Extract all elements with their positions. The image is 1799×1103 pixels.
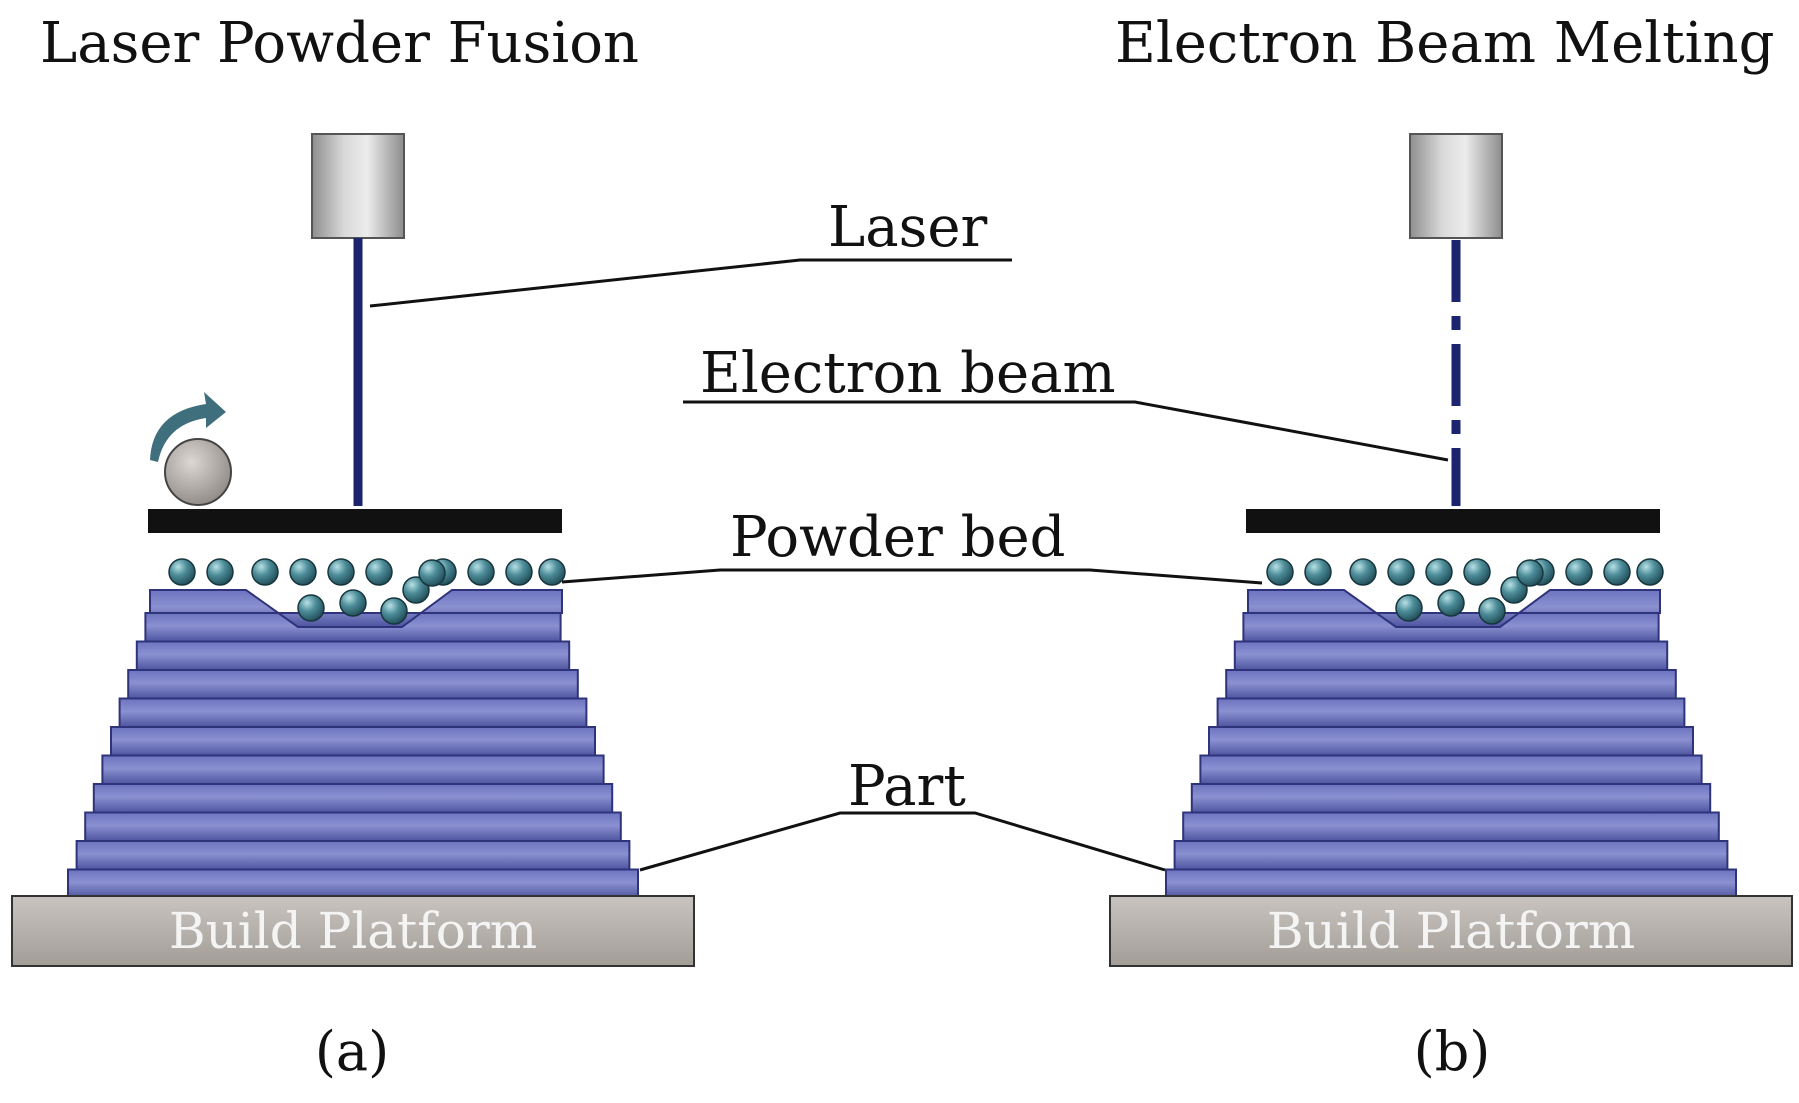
powder-particle (251, 558, 279, 586)
panel-label-b: (b) (1414, 1020, 1491, 1083)
part-layers (1165, 589, 1737, 899)
build-platform (11, 895, 695, 967)
part-layer (1233, 640, 1669, 671)
recoater-roller-icon (164, 438, 232, 506)
powder-particle (1395, 594, 1423, 622)
callout-powder-bed: Powder bed (561, 505, 1263, 585)
part-layer (1225, 669, 1677, 700)
powder-particle (402, 576, 430, 604)
panel-label-a: (a) (315, 1020, 389, 1083)
powder-bed-particles (168, 558, 566, 625)
callout-part: Part (639, 754, 1166, 872)
part-layer (1216, 697, 1686, 728)
part-layers (67, 589, 639, 899)
powder-particle (380, 597, 408, 625)
powder-particle (1304, 558, 1332, 586)
powder-particle (538, 558, 566, 586)
part-layer (118, 697, 588, 728)
part-layer (1165, 868, 1737, 899)
powder-particle (1425, 558, 1453, 586)
callout-laser: Laser (369, 195, 1012, 308)
rotation-arrow-icon (150, 392, 226, 462)
callout-electron-beam-label: Electron beam (700, 341, 1116, 406)
callout-part-label: Part (848, 754, 966, 819)
powder-particle (289, 558, 317, 586)
part-layer (1199, 754, 1703, 785)
powder-particle (339, 589, 367, 617)
panel-b-electron-beam-melting: Build Platform (b) (1109, 133, 1793, 1083)
powder-particle (1636, 558, 1664, 586)
title-laser-powder-fusion: Laser Powder Fusion (40, 11, 639, 76)
part-layer (1190, 783, 1712, 814)
leader-line (639, 811, 1166, 872)
part-layer (67, 868, 639, 899)
powder-particle (1603, 558, 1631, 586)
powder-particle (1266, 558, 1294, 586)
powder-particle (365, 558, 393, 586)
powder-particle (1387, 558, 1415, 586)
part-top-layer (1247, 589, 1661, 628)
powder-particle (297, 594, 325, 622)
part-layer (127, 669, 579, 700)
powder-particle (1437, 589, 1465, 617)
part-layer (92, 783, 614, 814)
powder-particle (418, 559, 446, 587)
powder-bed-particles (1266, 558, 1664, 625)
part-layer (101, 754, 605, 785)
powder-particle (1478, 597, 1506, 625)
powder-particle (1565, 558, 1593, 586)
callout-electron-beam: Electron beam (683, 341, 1449, 462)
part-layer (1173, 840, 1729, 871)
powder-particle (1516, 559, 1544, 587)
powder-particle (505, 558, 533, 586)
build-platform-label: Build Platform (169, 902, 537, 960)
callout-laser-label: Laser (828, 195, 987, 260)
part-layer (84, 811, 622, 842)
panel-a-laser-powder-fusion: Build Platform (a) (11, 133, 695, 1083)
leader-line (369, 258, 1012, 308)
title-electron-beam-melting: Electron Beam Melting (1115, 11, 1774, 76)
build-platform (1109, 895, 1793, 967)
build-platform-label: Build Platform (1267, 902, 1635, 960)
part-top-layer (149, 589, 563, 628)
leader-line (561, 568, 1263, 585)
laser-source-housing (311, 133, 405, 239)
callout-powder-bed-label: Powder bed (730, 505, 1065, 570)
part-layer (1208, 726, 1694, 757)
leader-line (683, 400, 1449, 462)
part-layer (75, 840, 631, 871)
powder-particle (1463, 558, 1491, 586)
electron-gun-housing (1409, 133, 1503, 239)
recoater-blade (1246, 509, 1660, 533)
recoater-blade (148, 509, 562, 533)
powder-particle (1500, 576, 1528, 604)
powder-particle (1349, 558, 1377, 586)
part-layer (110, 726, 596, 757)
powder-particle (206, 558, 234, 586)
powder-particle (168, 558, 196, 586)
powder-particle (327, 558, 355, 586)
powder-particle (467, 558, 495, 586)
part-layer (135, 640, 571, 671)
part-layer (1182, 811, 1720, 842)
